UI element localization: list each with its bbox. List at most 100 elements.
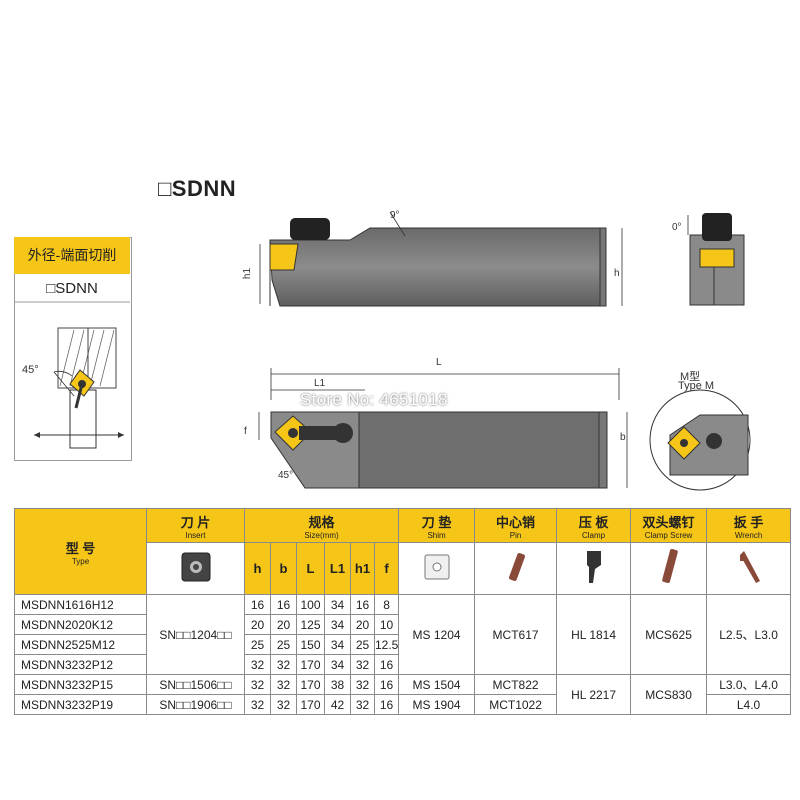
store-watermark: Store No: 4651018 [300,390,448,409]
insert-group-3: SN□□1906□□ [146,694,245,715]
header-pin-en: Pin [509,530,522,540]
side-angle-label: 45° [22,364,39,376]
row-1-model: MSDNN1616H12 [14,594,147,615]
end-angle-label: 0° [672,222,682,233]
top-angle-label: 9° [390,210,400,221]
row-3-L: 150 [296,634,325,655]
col-L: L [296,542,325,595]
header-wrench-cn: 扳 手 [733,514,764,530]
wrench-image-cell [706,542,792,595]
tool-top-view [258,368,628,489]
h1-label: h1 [242,267,254,280]
row-6-b: 32 [270,694,297,715]
shim-group-3: MS 1904 [398,694,476,715]
shim-group-2: MS 1504 [398,674,476,695]
row-5-model: MSDNN3232P15 [14,674,147,695]
wrench-icon [739,551,760,583]
row-3-h1: 25 [350,634,375,655]
detail-label-cn: M型 [680,371,701,383]
row-6-L: 170 [296,694,325,715]
clamp-group-2: HL 2217 [556,674,632,715]
header-clamp-en: Clamp [582,530,606,540]
row-1-h1: 16 [350,594,375,615]
clamp-group-1: HL 1814 [556,594,632,675]
col-b: b [270,542,297,595]
row-3-model: MSDNN2525M12 [14,634,147,655]
row-4-h1: 32 [350,654,375,675]
detail-label-en: Type M [678,380,715,392]
pin-group-3: MCT1022 [474,694,558,715]
pin-image-cell [474,542,558,595]
row-2-model: MSDNN2020K12 [14,614,147,635]
row-3-b: 25 [270,634,297,655]
row-2-h1: 20 [350,614,375,635]
shim-icon [424,554,450,580]
wrench-group-2: L3.0、L4.0 [706,674,792,695]
row-2-L: 125 [296,614,325,635]
col-h1: h1 [350,542,375,595]
row-3-h: 25 [244,634,271,655]
insert-group-1: SN□□1204□□ [146,594,245,675]
wrench-group-3: L4.0 [706,694,792,715]
row-6-h1: 32 [350,694,375,715]
row-4-f: 16 [373,654,400,675]
row-1-L: 100 [296,594,325,615]
h-label: h [614,268,620,279]
row-2-L1: 34 [324,614,351,635]
row-4-h: 32 [244,654,271,675]
header-screw-cn: 双头螺钉 [642,514,695,530]
side-panel-header: 外径-端面切削 [14,237,130,274]
col-f: f [373,542,400,595]
screw-icon [661,548,678,584]
row-1-f: 8 [373,594,400,615]
row-2-h: 20 [244,614,271,635]
col-L1: L1 [324,542,351,595]
row-1-L1: 34 [324,594,351,615]
insert-group-2: SN□□1506□□ [146,674,245,695]
tool-end-view [687,213,745,306]
clamp-image-cell [556,542,632,595]
row-5-f: 16 [373,674,400,695]
row-5-b: 32 [270,674,297,695]
row-5-L: 170 [296,674,325,695]
screw-group-1: MCS625 [630,594,708,675]
row-4-L1: 34 [324,654,351,675]
screw-group-2: MCS830 [630,674,708,715]
header-size-en: Size(mm) [304,530,339,540]
L-label: L [436,357,442,368]
header-model-cn: 型 号 [65,540,96,556]
f-label: f [244,426,247,437]
detail-circle [649,389,751,491]
insert-image-cell [146,542,245,595]
row-6-model: MSDNN3232P19 [14,694,147,715]
shim-group-1: MS 1204 [398,594,476,675]
side-panel-subtitle: □SDNN [46,280,98,297]
header-insert-cn: 刀 片 [180,514,211,530]
row-4-model: MSDNN3232P12 [14,654,147,675]
wrench-group-1: L2.5、L3.0 [706,594,792,675]
row-4-L: 170 [296,654,325,675]
pin-group-1: MCT617 [474,594,558,675]
row-5-h: 32 [244,674,271,695]
insert-icon [181,552,210,582]
row-6-h: 32 [244,694,271,715]
b-label: b [620,432,626,443]
header-wrench-en: Wrench [734,530,763,540]
header-shim-en: Shim [427,530,446,540]
row-1-b: 16 [270,594,297,615]
screw-image-cell [630,542,708,595]
row-1-h: 16 [244,594,271,615]
row-2-f: 10 [373,614,400,635]
side-panel-diagram [14,301,130,449]
row-5-h1: 32 [350,674,375,695]
pin-icon [508,553,525,581]
header-pin-cn: 中心销 [496,514,536,530]
header-model-en: Type [71,556,90,566]
pin-group-2: MCT822 [474,674,558,695]
